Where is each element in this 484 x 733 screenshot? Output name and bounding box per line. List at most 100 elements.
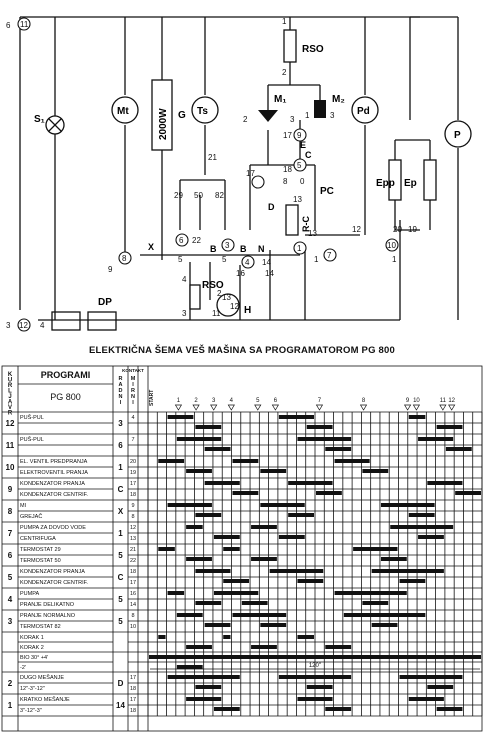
contact-bar	[223, 547, 240, 551]
node-c13: 13	[293, 195, 302, 204]
contact-bar	[380, 503, 435, 507]
node-82: 82	[215, 191, 224, 200]
contact-bar	[390, 525, 454, 529]
row-radni-value: 17	[130, 481, 136, 487]
node-17: 17	[246, 169, 255, 178]
contact-bar	[399, 675, 463, 679]
timing-marker-7: 7	[318, 398, 322, 404]
c-label: C	[305, 150, 312, 160]
row-contact: 3	[118, 419, 123, 428]
node-k1b: 1	[314, 255, 319, 264]
contact-bar	[167, 675, 240, 679]
contact-bar	[195, 513, 222, 517]
timing-marker-arrow	[359, 404, 368, 411]
timing-marker-arrow	[227, 404, 235, 411]
node-k13: 13	[308, 229, 317, 238]
header-kurlja-char: V	[8, 405, 12, 411]
contact-bar	[186, 469, 212, 473]
row-radni-value: 21	[130, 547, 136, 553]
row-radni-value: 14	[130, 602, 136, 608]
contact-bar	[325, 707, 352, 711]
timing-marker-2: 2	[194, 398, 198, 404]
contact-bar	[232, 491, 259, 495]
timing-marker-12: 12	[448, 398, 455, 404]
contact-bar	[288, 513, 314, 517]
row-program-label: CENTRIFUGA	[20, 536, 56, 542]
row-radni-value: 18	[130, 492, 136, 498]
timing-marker-5: 5	[256, 398, 260, 404]
contact-bar	[408, 513, 435, 517]
contact-bar	[371, 623, 398, 627]
header-kurlja-char: K	[8, 372, 13, 378]
row-kurlja: 4	[8, 595, 13, 604]
row-contact: 5	[118, 617, 123, 626]
row-contact: C	[118, 573, 124, 582]
row-radni-value: 10	[130, 624, 136, 630]
s1-label: S₁	[34, 114, 45, 125]
contact-bar	[427, 685, 454, 689]
rso-top-symbol	[283, 29, 297, 63]
header-kurlja-char: R	[8, 383, 13, 389]
contact-bar	[297, 697, 333, 701]
row-contact: X	[118, 507, 124, 516]
row-program-label: PUŠ-PUL	[20, 414, 44, 421]
h-symbol	[216, 293, 240, 317]
row-contact: 1	[118, 463, 123, 472]
dp-label: DP	[98, 297, 112, 308]
timing-marker-arrow	[403, 404, 412, 411]
contact-bar	[362, 469, 389, 473]
node-3: 3	[6, 321, 11, 330]
contact-bar	[232, 613, 287, 617]
row-program-label: KONDENZATOR PRANJA	[20, 569, 85, 575]
timing-marker-4: 4	[230, 398, 234, 404]
contact-bar	[195, 569, 231, 573]
row-program-label: KORAK 2	[20, 645, 44, 651]
d-label: D	[268, 202, 275, 212]
row-program-label: PUMPA ZA DOVOD VODE	[20, 525, 86, 531]
mt-label: Mt	[117, 106, 129, 117]
contact-bar	[149, 655, 481, 659]
b2-label: B	[240, 244, 247, 254]
header-mirni-char: I	[132, 400, 134, 406]
contact-bar	[204, 481, 240, 485]
row-kurlja: 8	[8, 507, 13, 516]
g-label: G	[178, 110, 186, 121]
contact-bar	[297, 635, 314, 639]
row-program-label: KRATKO MEŠANJE	[20, 696, 70, 703]
contact-bar	[371, 569, 444, 573]
header-radni-char: I	[120, 400, 122, 406]
contact-bar	[316, 491, 342, 495]
contact-bar	[195, 601, 222, 605]
m2-winding	[314, 100, 326, 118]
node-m2-3: 3	[330, 111, 335, 120]
header-mirni-char: M	[131, 376, 136, 382]
node-h12: 12	[230, 302, 239, 311]
header-kurlja-char: L	[8, 389, 12, 395]
row-program-label: GREJAČ	[20, 513, 42, 520]
contact-bar	[445, 447, 472, 451]
row-program-label: PRANJE NORMALNO	[20, 613, 76, 619]
row-radni-value: 8	[131, 514, 134, 520]
contact-bar	[297, 579, 324, 583]
x-label: X	[148, 242, 154, 252]
rc-symbol	[285, 204, 299, 236]
contact-bar	[418, 535, 444, 539]
node-k5a: 5	[178, 255, 183, 264]
row-radni-value: 18	[130, 686, 136, 692]
contact-bar	[167, 503, 212, 507]
header-mirni-char: N	[131, 394, 135, 400]
row-kurlja: 11	[6, 441, 15, 450]
node-m1-2: 2	[243, 115, 248, 124]
contact-bar	[455, 491, 481, 495]
contact-bar	[380, 557, 407, 561]
contact-bar	[195, 685, 222, 689]
row-program-label: -2'	[20, 665, 26, 671]
contact-bar	[195, 425, 222, 429]
contact-bar	[232, 459, 259, 463]
row-radni-value: 18	[130, 708, 136, 714]
mt-motor-symbol	[111, 96, 139, 124]
contact-bar	[251, 525, 277, 529]
row-radni-value: 4	[131, 415, 134, 421]
row-kurlja: 9	[8, 485, 13, 494]
contact-bar	[251, 645, 277, 649]
